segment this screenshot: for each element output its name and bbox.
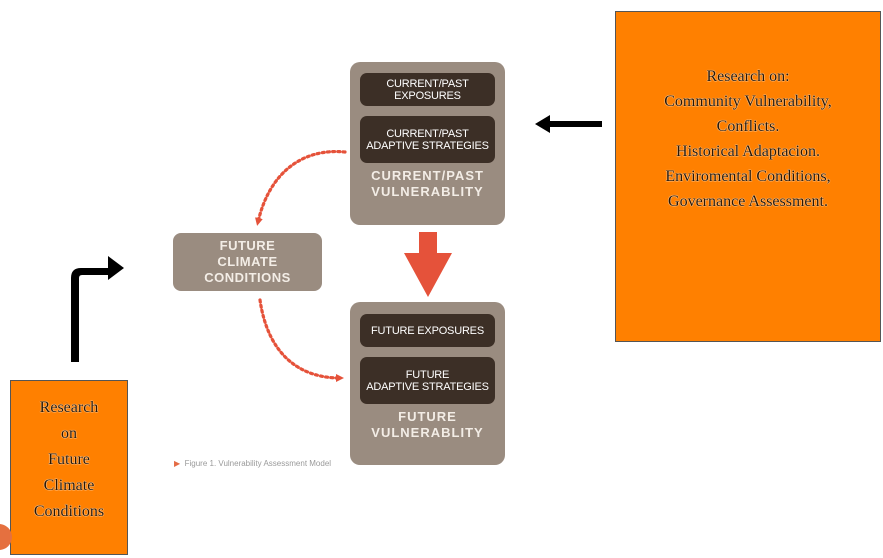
caption-bullet-icon: ▶ (174, 459, 181, 468)
research-left-line: on (61, 425, 77, 442)
future-vulnerability-label: FUTURE VULNERABLITY (350, 409, 505, 441)
research-right-line: Governance Assessment. (668, 193, 828, 210)
bent-up-right-arrow (71, 256, 124, 362)
research-right-line: Conflicts. (716, 118, 780, 135)
research-right-line: Research on: (706, 68, 790, 85)
current-past-panel: CURRENT/PAST EXPOSURES CURRENT/PAST ADAP… (350, 62, 505, 225)
current-past-vulnerability-line2: VULNERABLITY (371, 184, 484, 199)
future-adaptive-line2: ADAPTIVE STRATEGIES (366, 380, 489, 393)
research-left-line: Conditions (33, 503, 105, 520)
current-past-adaptive-box: CURRENT/PAST ADAPTIVE STRATEGIES (360, 116, 495, 163)
future-vulnerability-line1: FUTURE (398, 409, 457, 424)
current-past-adaptive-line1: CURRENT/PAST (386, 127, 469, 140)
corner-circle-accent (0, 524, 12, 550)
future-adaptive-line1: FUTURE (405, 368, 450, 381)
current-past-adaptive-line2: ADAPTIVE STRATEGIES (366, 139, 489, 152)
research-left-line: Research (39, 399, 99, 416)
future-climate-conditions-box: FUTURE CLIMATE CONDITIONS (173, 233, 322, 291)
research-future-climate-box: Research on Future Climate Conditions (10, 380, 128, 555)
research-left-line: Future (48, 451, 90, 468)
current-past-exposures-box: CURRENT/PAST EXPOSURES (360, 73, 495, 106)
dotted-arrow-to-future-climate (255, 149, 347, 226)
research-right-line: Enviromental Conditions, (665, 168, 831, 185)
future-adaptive-box: FUTURE ADAPTIVE STRATEGIES (360, 357, 495, 404)
future-climate-line2: CLIMATE CONDITIONS (204, 254, 291, 285)
research-left-line: Climate (43, 477, 95, 494)
figure-caption: ▶ Figure 1. Vulnerability Assessment Mod… (174, 456, 374, 468)
research-community-box: Research on: Community Vulnerability, Co… (615, 11, 881, 342)
figure-caption-text: Figure 1. Vulnerability Assessment Model (184, 459, 332, 468)
left-arrow (535, 115, 602, 133)
future-vulnerability-line2: VULNERABLITY (371, 425, 484, 440)
research-right-line: Historical Adaptacion. (676, 143, 820, 160)
future-exposures-label: FUTURE EXPOSURES (371, 324, 484, 337)
current-past-vulnerability-label: CURRENT/PAST VULNERABLITY (350, 168, 505, 200)
dotted-arrow-to-future-adaptive (258, 298, 344, 382)
current-past-exposures-label: CURRENT/PAST EXPOSURES (386, 77, 469, 102)
future-climate-line1: FUTURE (219, 238, 276, 253)
future-panel: FUTURE EXPOSURES FUTURE ADAPTIVE STRATEG… (350, 302, 505, 465)
research-right-line: Community Vulnerability, (664, 93, 832, 110)
future-exposures-box: FUTURE EXPOSURES (360, 314, 495, 347)
current-past-vulnerability-line1: CURRENT/PAST (371, 168, 484, 183)
down-arrow (404, 232, 452, 297)
